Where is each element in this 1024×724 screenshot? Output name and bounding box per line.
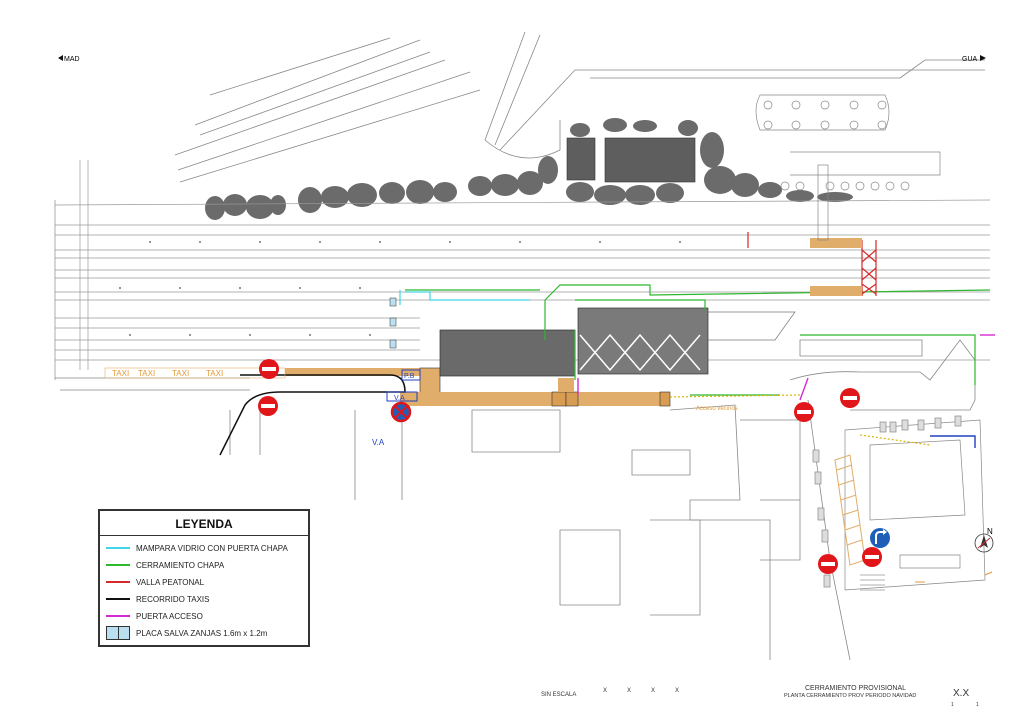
vegetation — [205, 118, 853, 220]
legend-item: PUERTA ACCESO — [106, 609, 203, 623]
no-entry-sign-icon — [794, 402, 814, 422]
va-label-lower: V.A — [372, 438, 385, 447]
puerta-acceso-lines — [577, 334, 995, 401]
legend-divider — [100, 535, 308, 536]
taxi-label: TAXI — [206, 369, 223, 378]
scale-label: SIN ESCALA — [541, 692, 577, 698]
legend-item: CERRAMIENTO CHAPA — [106, 558, 224, 572]
no-entry-sign-icon — [259, 359, 279, 379]
placa-salva-zanjas — [389, 297, 397, 349]
legend-item-label: PLACA SALVA ZANJAS 1.6m x 1.2m — [136, 628, 268, 638]
title-mark: X — [675, 688, 680, 694]
parking-hatch — [834, 454, 866, 566]
plate-swatch — [106, 626, 130, 640]
track-dots — [119, 241, 681, 336]
left-arrow-icon — [58, 55, 63, 61]
title-mark: X — [603, 688, 608, 694]
drawing-title: CERRAMIENTO PROVISIONAL — [805, 685, 907, 692]
legend-item-label: VALLA PEATONAL — [136, 577, 205, 587]
legend-item: PLACA SALVA ZANJAS 1.6m x 1.2m — [106, 626, 267, 640]
crossing-hatch — [810, 164, 862, 296]
legend-item-label: PUERTA ACCESO — [136, 611, 203, 621]
legend: LEYENDA MAMPARA VIDRIO CON PUERTA CHAPA … — [98, 509, 310, 647]
yellow-dots-path — [669, 394, 931, 446]
title-mark: X — [627, 688, 632, 694]
legend-title: LEYENDA — [175, 517, 233, 531]
pb-label: P.B — [404, 373, 415, 380]
right-arrow-icon — [980, 55, 986, 61]
sheet-sub: 1 — [976, 702, 979, 708]
va-box — [386, 391, 418, 402]
buildings-north — [566, 137, 696, 183]
title-mark: X — [651, 688, 656, 694]
turn-right-sign-icon — [870, 528, 890, 548]
parking-top-right — [755, 94, 941, 191]
legend-swatch — [106, 581, 130, 583]
legend-swatch — [106, 598, 130, 600]
pb-box — [401, 369, 421, 381]
legend-item-label: CERRAMIENTO CHAPA — [136, 560, 225, 570]
valla-peatonal-lines — [747, 232, 877, 296]
sheet-sub: 1 — [951, 702, 954, 708]
direction-right-label: GUA — [962, 56, 978, 63]
mampara-vidrio-lines — [399, 290, 530, 305]
direction-left-label: MAD — [64, 56, 80, 63]
legend-item-label: RECORRIDO TAXIS — [136, 594, 210, 604]
acceso-vecinos-label: Acceso vecinos — [696, 406, 738, 412]
legend-item-label: MAMPARA VIDRIO CON PUERTA CHAPA — [136, 543, 288, 553]
lower-right-block — [812, 415, 986, 591]
taxi-lane — [104, 367, 286, 379]
recorrido-taxis-line — [219, 374, 406, 456]
legend-item: VALLA PEATONAL — [106, 575, 204, 589]
orange-marks — [915, 571, 993, 583]
north-label: N — [987, 527, 993, 536]
drawing-subtitle: PLANTA CERRAMIENTO PROV PERIODO NAVIDAD — [784, 693, 917, 699]
no-entry-sign-icon — [862, 547, 882, 567]
station-building — [439, 307, 796, 377]
no-entry-sign-icon — [818, 554, 838, 574]
taxi-label: TAXI — [172, 369, 189, 378]
north-roads — [174, 31, 985, 183]
blue-line — [930, 435, 976, 448]
va-label: V.A — [394, 395, 405, 402]
no-entry-sign-icon — [258, 396, 278, 416]
legend-swatch — [106, 615, 130, 617]
no-parking-sign-icon — [390, 401, 412, 423]
platform — [285, 367, 671, 407]
cerramiento-chapa-lines — [405, 284, 991, 396]
sheet-number: X.X — [953, 688, 970, 699]
north-arrow-icon — [974, 533, 994, 553]
legend-item: MAMPARA VIDRIO CON PUERTA CHAPA — [106, 541, 288, 555]
taxi-label: TAXI — [112, 369, 129, 378]
legend-swatch — [106, 564, 130, 566]
taxi-label: TAXI — [138, 369, 155, 378]
legend-swatch — [106, 547, 130, 549]
no-entry-sign-icon — [840, 388, 860, 408]
pedestrian-crossing — [860, 574, 885, 591]
legend-item: RECORRIDO TAXIS — [106, 592, 210, 606]
